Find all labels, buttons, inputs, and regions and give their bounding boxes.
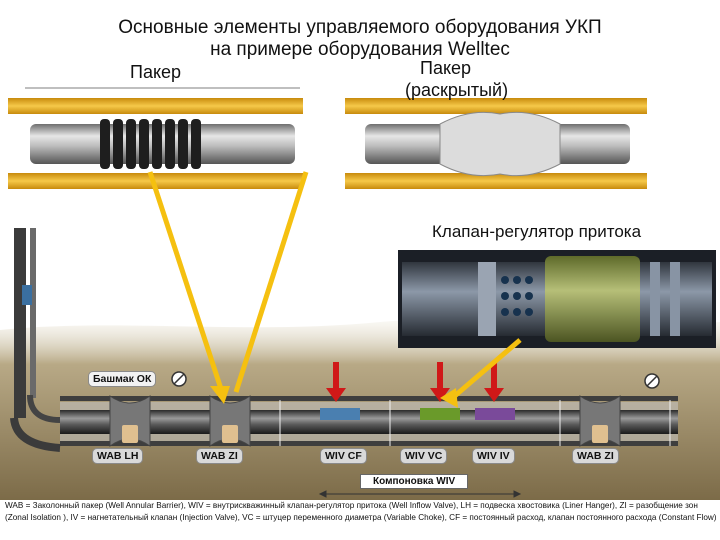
tag-shoe: Башмак ОК <box>88 371 157 387</box>
yellow-arrow-icon <box>440 338 522 408</box>
tag-wiv-vc: WIV VC <box>400 448 448 464</box>
circle-slash-icon <box>644 373 660 389</box>
tag-wab-zi-2: WAB ZI <box>572 448 619 464</box>
page-subtitle: на примере оборудования Welltec <box>210 39 510 60</box>
packer-label: Пакер <box>130 62 182 82</box>
tag-wab-lh: WAB LH <box>92 448 144 464</box>
red-arrow-icon <box>326 362 346 402</box>
page-title: Основные элементы управляемого оборудова… <box>118 17 602 38</box>
packer-expanded-label-2: (раскрытый) <box>405 80 509 100</box>
assembly-label: Компоновка WIV <box>360 474 469 489</box>
packer-casing-right <box>345 98 647 189</box>
valve-caption: Клапан-регулятор притока <box>432 222 642 241</box>
assembly-bracket <box>318 490 522 498</box>
valve-iv-marker <box>475 408 515 420</box>
tag-wiv-iv: WIV IV <box>472 448 515 464</box>
vertical-well <box>10 228 90 452</box>
packer-expanded-label-1: Пакер <box>420 58 472 78</box>
yellow-arrow-icon <box>233 171 309 393</box>
red-arrow-icon <box>484 362 504 402</box>
packer-casing-left <box>8 98 303 189</box>
valve-vc-marker <box>420 408 460 420</box>
packer-rubber-elements <box>100 119 201 169</box>
valve-photo <box>398 250 716 348</box>
tag-wab-zi-1: WAB ZI <box>196 448 243 464</box>
tag-wiv-cf: WIV CF <box>320 448 367 464</box>
valve-cf-marker <box>320 408 360 420</box>
circle-slash-icon <box>171 371 187 387</box>
yellow-arrow-icon <box>147 171 230 404</box>
red-arrow-icon <box>430 362 450 402</box>
legend-text: WAB = Заколонный пакер (Well Annular Bar… <box>5 501 717 522</box>
horizontal-completion <box>60 395 678 447</box>
